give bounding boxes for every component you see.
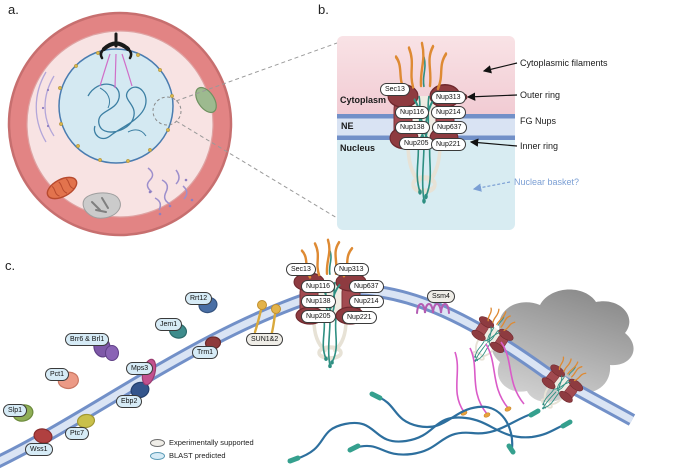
legend-row-blast-predicted: BLAST predicted [150, 451, 226, 460]
arrow-inner-ring [469, 138, 518, 147]
ribosome-dots [148, 178, 194, 216]
panel-b-label: b. [318, 2, 329, 17]
panel-c-scene [0, 240, 636, 469]
legend-swatch-blast-predicted [150, 451, 165, 460]
spindle-pole-body [99, 32, 133, 60]
pill-nup637-c: Nup637 [349, 280, 384, 293]
pill-nup116-b: Nup116 [395, 106, 430, 119]
zoom-region-circle [152, 96, 182, 126]
panel-b-inset [337, 36, 518, 230]
arrow-cytoplasmic-filaments [482, 62, 518, 74]
gray-organelle [82, 192, 121, 219]
zoom-line-top [175, 42, 338, 102]
legend-label-experimentally-supported: Experimentally supported [169, 438, 254, 447]
pill-nup637-b: Nup637 [432, 121, 467, 134]
green-organelle [195, 86, 217, 114]
legend-label-blast-predicted: BLAST predicted [169, 451, 226, 460]
pill-wss1: Wss1 [25, 443, 53, 456]
pill-nup205-c: Nup205 [301, 310, 336, 323]
annotation-cytoplasmic-filaments: Cytoplasmic filaments [520, 58, 608, 68]
arrow-nuclear-basket [472, 181, 511, 192]
pill-nup221-b: Nup221 [431, 138, 466, 151]
ptc7-blob [76, 413, 96, 429]
chromatin [87, 83, 147, 140]
region-label-ne: NE [341, 121, 354, 131]
zoom-line-bottom [175, 120, 338, 219]
pill-sun1-2: SUN1&2 [246, 333, 284, 346]
chromatin-caps [287, 391, 573, 464]
pill-sec13-c: Sec13 [286, 263, 316, 276]
er-arcs [35, 71, 55, 143]
annotation-outer-ring: Outer ring [520, 90, 561, 100]
legend-swatch-experimentally-supported [150, 438, 165, 447]
ssm4-shape [416, 303, 450, 314]
pill-nup221-c: Nup221 [342, 311, 377, 324]
tether-lines [454, 341, 525, 415]
pill-nup116-c: Nup116 [301, 280, 336, 293]
panel-b-background [337, 36, 515, 230]
annotation-fg-nups: FG Nups [520, 116, 557, 126]
npc-dots-on-envelope [58, 51, 174, 163]
pill-sec13-b: Sec13 [380, 83, 410, 96]
pill-ebp2: Ebp2 [116, 395, 143, 408]
pill-nup214-c: Nup214 [349, 295, 384, 308]
panel-a-label: a. [8, 2, 19, 17]
ebp2-blob [130, 381, 150, 399]
pill-pct1: Pct1 [45, 368, 70, 381]
pill-mps3: Mps3 [126, 362, 154, 375]
pill-ptc7: Ptc7 [65, 427, 90, 440]
gray-blob [491, 289, 634, 403]
panel-c-label: c. [5, 258, 16, 273]
pill-nup313-b: Nup313 [431, 91, 466, 104]
pill-slp1: Slp1 [3, 404, 28, 417]
pill-nup214-b: Nup214 [431, 106, 466, 119]
pill-nup313-c: Nup313 [334, 263, 369, 276]
legend-row-experimentally-supported: Experimentally supported [150, 438, 254, 447]
pill-nup205-b: Nup205 [399, 137, 434, 150]
chromatin-strands [294, 394, 568, 461]
pill-nup138-b: Nup138 [395, 121, 430, 134]
region-label-cytoplasm: Cytoplasm [340, 95, 387, 105]
pill-rrt12: Rrt12 [185, 292, 213, 305]
region-label-nucleus: Nucleus [340, 143, 376, 153]
panel-a-cell [7, 11, 338, 237]
pill-ssm4: Ssm4 [427, 290, 455, 303]
mitochondrion [46, 176, 78, 200]
annotation-inner-ring: Inner ring [520, 141, 559, 151]
pill-jem1: Jem1 [155, 318, 183, 331]
arrow-outer-ring [466, 92, 518, 101]
er-ribbons [146, 167, 188, 211]
microtubules [99, 53, 133, 89]
pill-nup138-c: Nup138 [301, 295, 336, 308]
annotation-nuclear-basket: Nuclear basket? [514, 177, 580, 187]
wss1-blob [33, 428, 53, 444]
pill-trm1: Trm1 [192, 346, 219, 359]
er-dots [41, 88, 50, 128]
pill-brr6-brl1: Brr6 & Brl1 [65, 333, 110, 346]
sun1-2-shapes [253, 300, 281, 338]
